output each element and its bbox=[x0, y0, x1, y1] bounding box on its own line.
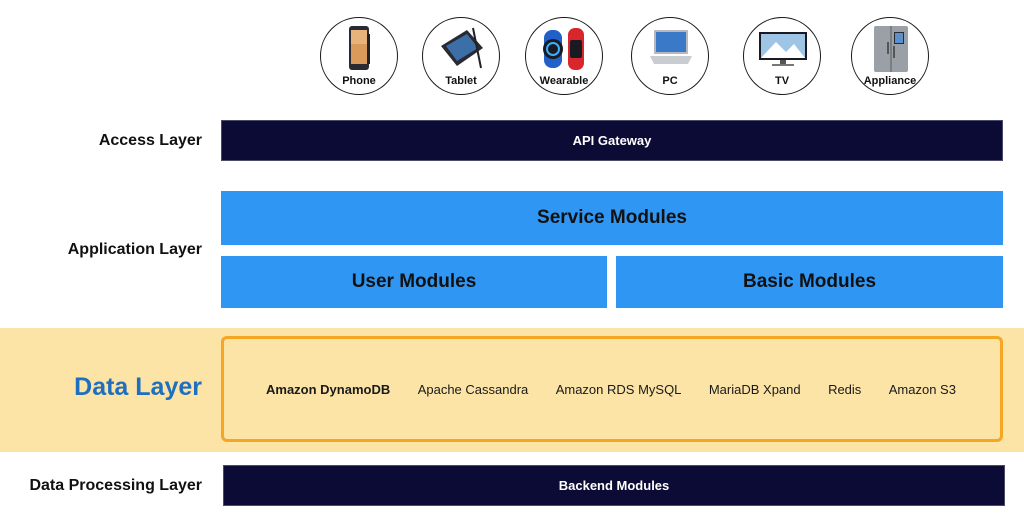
backend-modules-box: Backend Modules bbox=[223, 465, 1005, 506]
device-tv: TV bbox=[743, 17, 821, 95]
device-pc: PC bbox=[631, 17, 709, 95]
tv-icon bbox=[759, 32, 807, 66]
datastore-s3: Amazon S3 bbox=[888, 381, 956, 397]
device-label: Wearable bbox=[539, 75, 589, 87]
service-modules-box: Service Modules bbox=[221, 191, 1003, 245]
datastore-mariadb-xpand: MariaDB Xpand bbox=[708, 381, 801, 397]
data-stores-box: Amazon DynamoDB Apache Cassandra Amazon … bbox=[221, 336, 1003, 442]
device-label: PC bbox=[662, 75, 678, 87]
datastore-redis: Redis bbox=[828, 381, 862, 397]
wearable-icon bbox=[543, 28, 584, 70]
device-appliance: Appliance bbox=[851, 17, 929, 95]
access-layer-label: Access Layer bbox=[98, 132, 202, 149]
application-layer-label: Application Layer bbox=[67, 241, 202, 258]
tablet-icon bbox=[441, 27, 483, 69]
data-processing-layer-label: Data Processing Layer bbox=[29, 477, 202, 494]
basic-modules-box: Basic Modules bbox=[616, 256, 1003, 308]
user-modules-box: User Modules bbox=[221, 256, 607, 308]
api-gateway-box: API Gateway bbox=[221, 120, 1003, 161]
phone-icon bbox=[349, 26, 370, 70]
laptop-icon bbox=[650, 30, 692, 64]
datastore-rds-mysql: Amazon RDS MySQL bbox=[555, 381, 682, 397]
datastore-cassandra: Apache Cassandra bbox=[417, 381, 529, 397]
device-tablet: Tablet bbox=[422, 17, 500, 95]
refrigerator-icon bbox=[874, 26, 908, 72]
device-label: Phone bbox=[342, 75, 376, 87]
data-layer-label: Data Layer bbox=[74, 373, 202, 401]
device-label: Appliance bbox=[863, 75, 917, 87]
device-phone: Phone bbox=[320, 17, 398, 95]
device-wearable: Wearable bbox=[525, 17, 603, 95]
device-label: TV bbox=[774, 75, 790, 87]
datastore-dynamodb: Amazon DynamoDB bbox=[266, 381, 391, 397]
device-label: Tablet bbox=[445, 75, 477, 87]
